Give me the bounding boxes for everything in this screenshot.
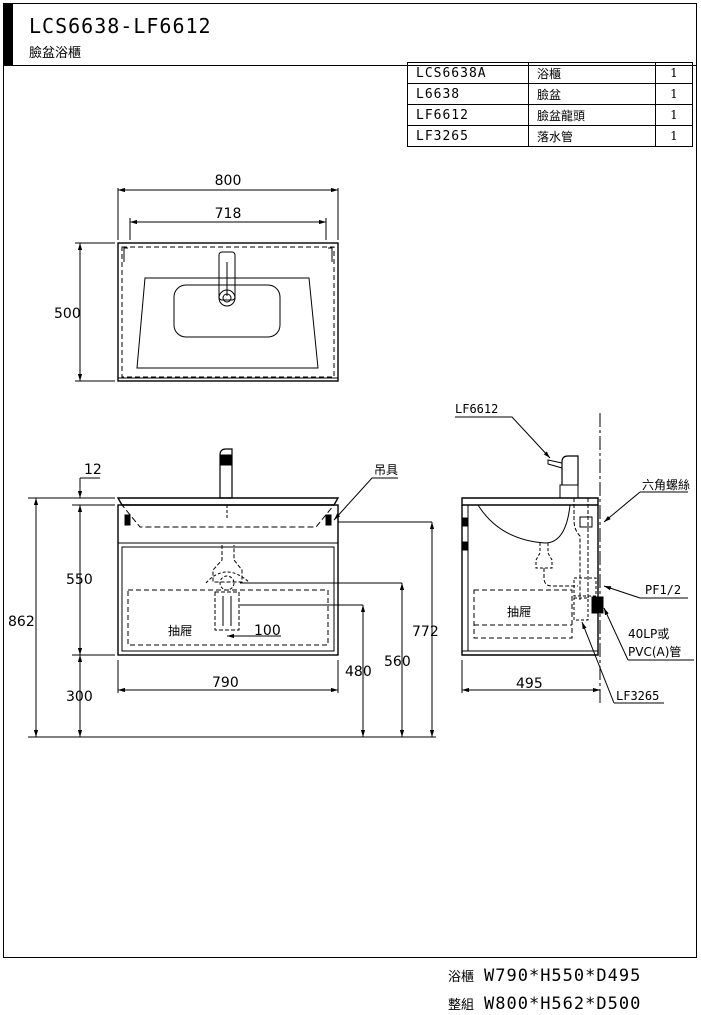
table-row: L6638 臉盆 1 (407, 83, 693, 105)
dim-floor-clearance: 300 (66, 689, 93, 705)
faucet-spout-side (547, 459, 563, 469)
hanger-leader (333, 477, 398, 521)
drawer-label-front: 抽屜 (168, 624, 192, 638)
dim-side-depth: 495 (516, 676, 543, 692)
side-view (455, 413, 694, 705)
parts-table: LCS6638A 浴櫃 1 L6638 臉盆 1 LF6612 臉盆龍頭 1 L… (407, 62, 693, 147)
drain-hole (222, 293, 232, 303)
hex-screw-label: 六角螺絲 (642, 477, 690, 492)
drain-ring (218, 289, 236, 307)
hanger-label: 吊具 (374, 463, 398, 477)
model-number: LCS6638-LF6612 (29, 14, 212, 38)
side-drawer-hidden (473, 589, 573, 639)
table-row: LCS6638A 浴櫃 1 (407, 62, 693, 84)
dim-depth: 500 (54, 306, 81, 322)
product-subtitle: 臉盆浴櫃 (29, 46, 82, 61)
front-view (28, 448, 436, 738)
hex-screw-block (579, 516, 593, 528)
top-view-outline (117, 242, 339, 382)
pf-label: PF1/2 (645, 583, 681, 597)
top-view-cabinet-hidden (121, 246, 335, 378)
side-hanger (462, 517, 468, 527)
drawing-sheet: LCS6638-LF6612 臉盆浴櫃 (3, 3, 697, 958)
supply-hose-1 (573, 498, 581, 600)
pipe-leader (604, 608, 694, 661)
dim-height-560: 560 (384, 654, 411, 670)
side-drain-trap (535, 543, 553, 569)
hex-screw-leader (604, 491, 688, 522)
dim-height-772: 772 (412, 624, 439, 640)
pipe-label-line1: 40LP或 (628, 627, 669, 641)
side-basin-bowl (477, 504, 571, 544)
dim-width-total: 800 (215, 173, 242, 189)
dim-offset: 12 (84, 462, 102, 478)
hanger-right (325, 514, 332, 526)
faucet-handle (220, 454, 232, 466)
drain-code-label: LF3265 (616, 689, 659, 703)
inner-drawer-hidden (127, 589, 329, 646)
footer-cabinet-value: W790*H550*D495 (484, 966, 642, 986)
wall-pipe (591, 596, 604, 614)
part-qty: 1 (655, 125, 693, 147)
faucet-top (218, 251, 236, 301)
faucet-code-label: LF6612 (455, 402, 498, 416)
footer-cabinet-label: 浴櫃 (448, 970, 475, 985)
faucet-leader (455, 416, 551, 459)
table-row: LF3265 落水管 1 (407, 125, 693, 147)
dim-width-inner: 718 (215, 206, 242, 222)
table-row: LF6612 臉盆龍頭 1 (407, 104, 693, 126)
basin-hidden (120, 504, 336, 528)
hanger-left (124, 514, 131, 526)
dim-total-height: 862 (8, 614, 35, 630)
valve-block (573, 577, 597, 597)
faucet-front (219, 448, 233, 499)
footer-set-dims: 整組 W800*H562*D500 (448, 994, 641, 1014)
cabinet-outline (117, 504, 339, 656)
footer-set-value: W800*H562*D500 (484, 994, 642, 1014)
basin-top (116, 497, 340, 506)
drain-leader (582, 622, 664, 704)
title-stripe (4, 4, 13, 65)
drawer-label-side: 抽屜 (507, 605, 531, 619)
footer-set-label: 整組 (448, 998, 475, 1013)
dim-height-480: 480 (345, 664, 372, 680)
side-cabinet-outline (461, 505, 599, 656)
side-hanger-lower (462, 541, 468, 551)
side-drain-outlet (573, 597, 589, 621)
drain-ring-hidden (219, 575, 235, 591)
dim-drain-offset: 100 (254, 623, 281, 639)
drain-trap-hidden (212, 545, 243, 583)
drain-arc (205, 571, 251, 584)
top-view (75, 187, 339, 382)
part-name: 落水管 (528, 125, 656, 147)
pf-leader (604, 586, 688, 599)
basin-outline (136, 277, 319, 369)
part-code: LF3265 (407, 125, 529, 147)
faucet-body-side (561, 455, 579, 485)
side-drain-pipe (543, 568, 578, 587)
dim-cabinet-width: 790 (212, 675, 239, 691)
part-code: LCS6638A (407, 62, 529, 84)
faucet-base-side (559, 484, 579, 498)
top-view-corner (123, 247, 333, 262)
drain-pipe-hidden (214, 591, 240, 631)
part-name: 臉盆龍頭 (528, 104, 656, 126)
title-block: LCS6638-LF6612 臉盆浴櫃 (4, 4, 697, 66)
side-basin-top (461, 497, 599, 506)
dim-cabinet-height: 550 (66, 572, 93, 588)
pipe-label-line2: PVC(A)管 (628, 644, 681, 659)
footer-cabinet-dims: 浴櫃 W790*H550*D495 (448, 966, 641, 986)
drawer-front (121, 546, 335, 652)
